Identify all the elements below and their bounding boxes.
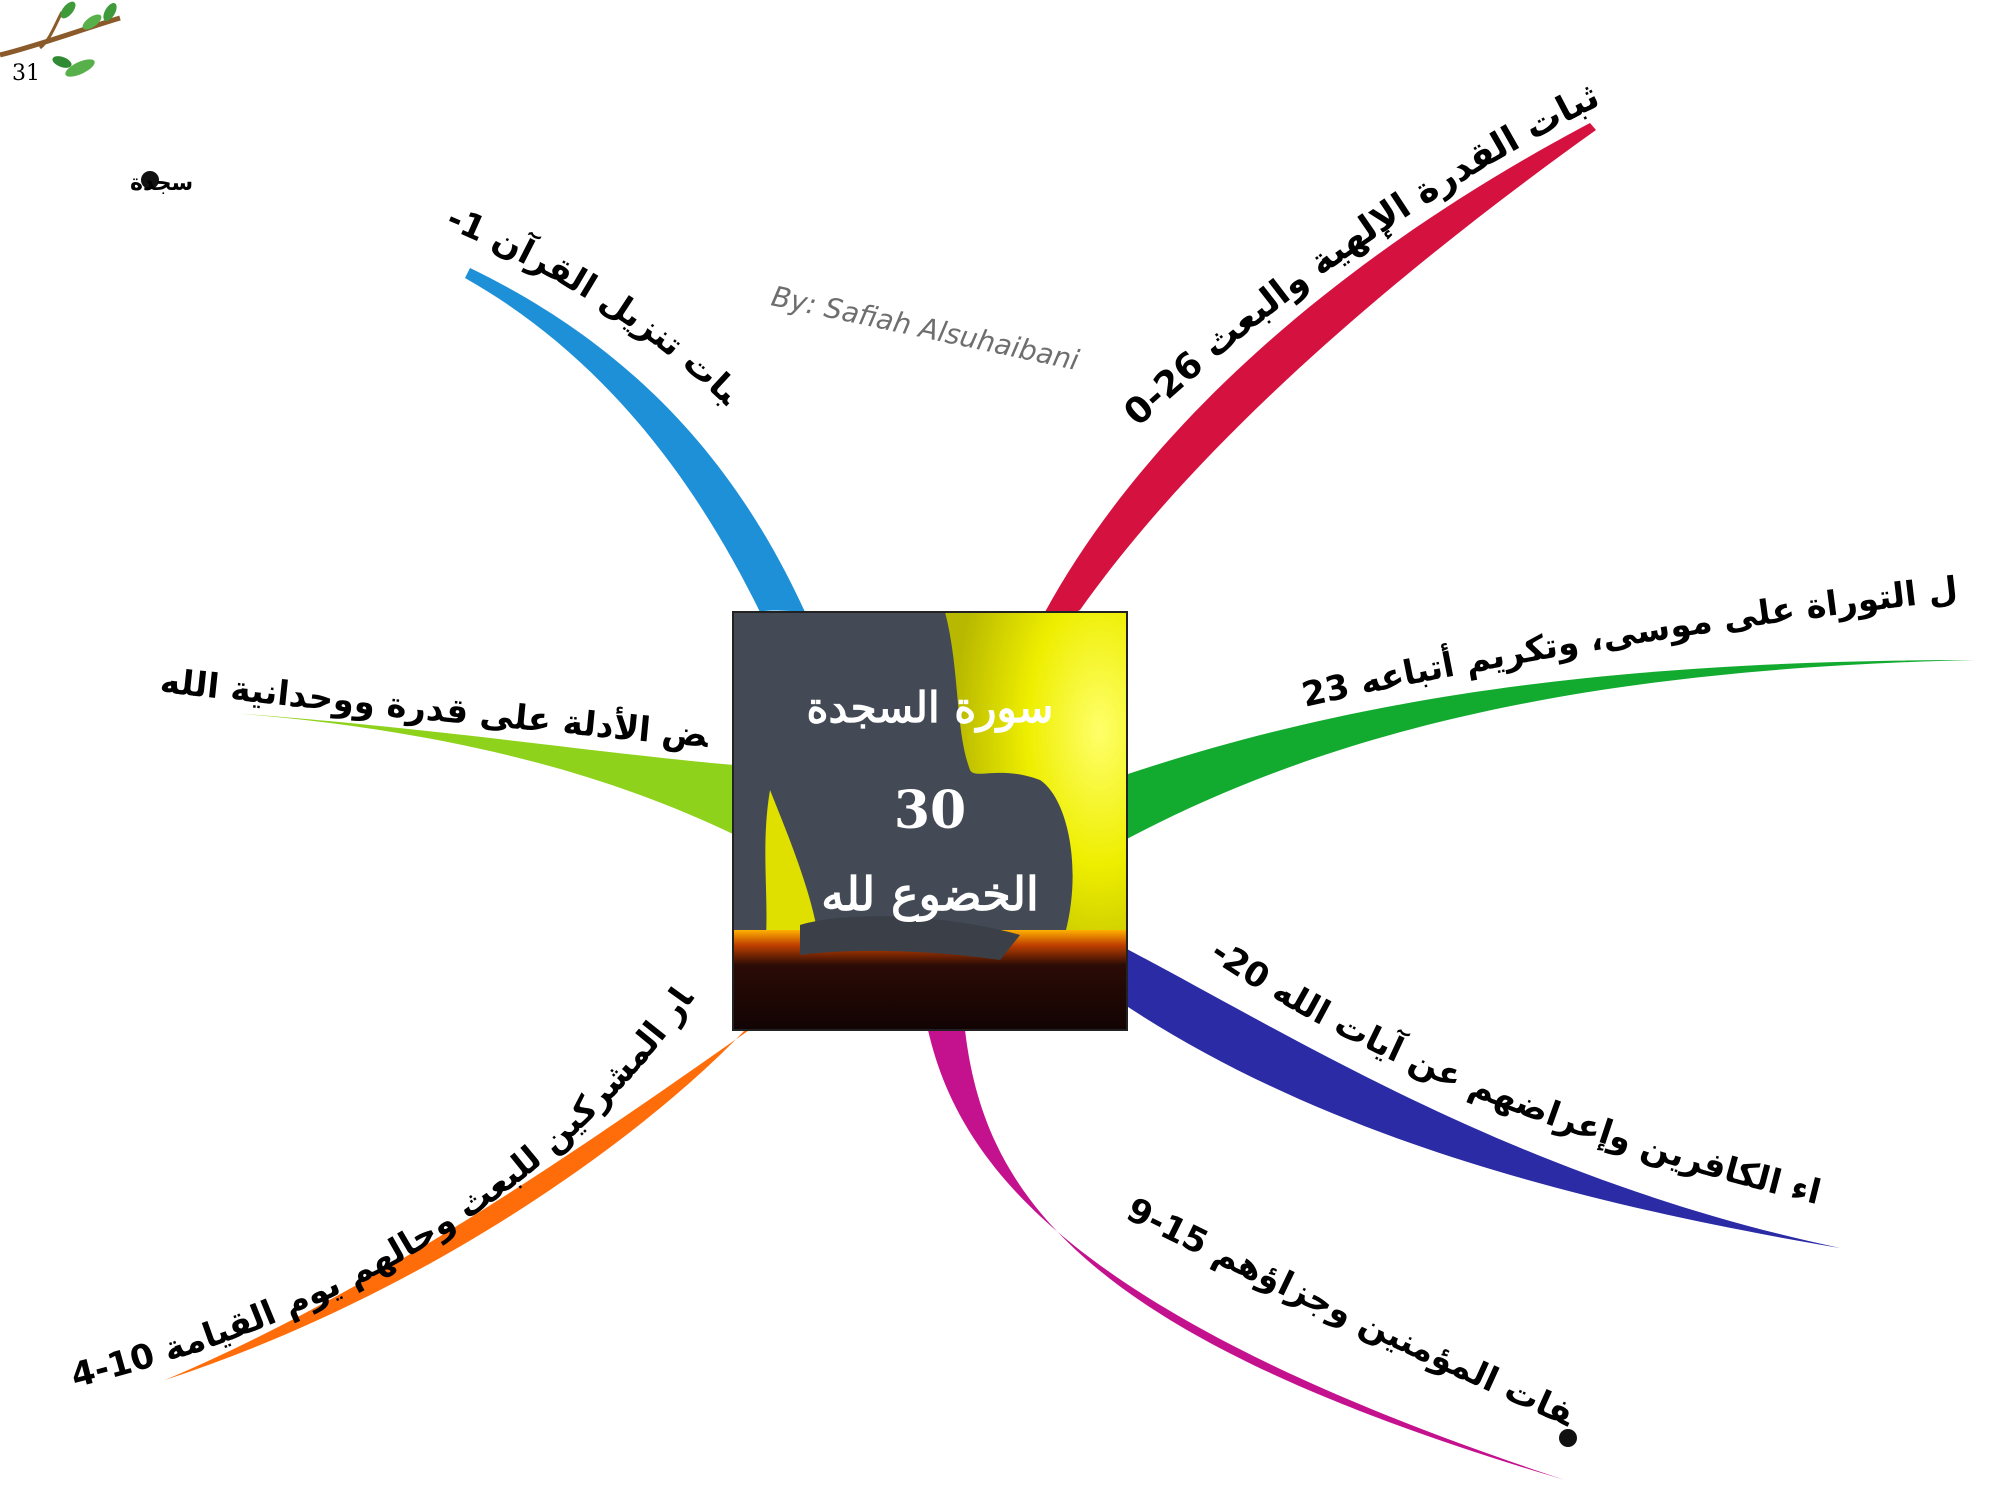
center-theme: الخضوع لله [821, 867, 1039, 922]
branch-3-curve [1125, 660, 1975, 840]
sajdah-note: سجدة [130, 171, 193, 196]
branch-1-label: إثبات تنزيل القرآن 1-3 [0, 0, 748, 413]
branch-2-curve [1045, 123, 1596, 615]
branch-7-curve [190, 710, 735, 835]
sajdah-bullet-icon [141, 171, 159, 189]
center-surah-number: 30 [894, 780, 966, 841]
branch-2-label: إثبات القدرة الإلهية والبعث 26-30 [0, 0, 1606, 434]
branch-3-label: إنزال التوراة على موسى، وتكريم أتباعه 23… [0, 0, 1960, 716]
author-credit: By: Safiah Alsuhaibani [769, 280, 1083, 377]
bullet-dot [1559, 1429, 1577, 1447]
central-node [732, 611, 1128, 1031]
leaf-branch-icon [0, 1, 121, 77]
branch-4-label: جزاء الكافرين وإعراضهم عن آيات الله 20-2… [0, 0, 1825, 1213]
center-title: سورة السجدة [807, 683, 1054, 733]
branch-1-curve [465, 268, 805, 612]
page-number: 31 [12, 61, 40, 86]
